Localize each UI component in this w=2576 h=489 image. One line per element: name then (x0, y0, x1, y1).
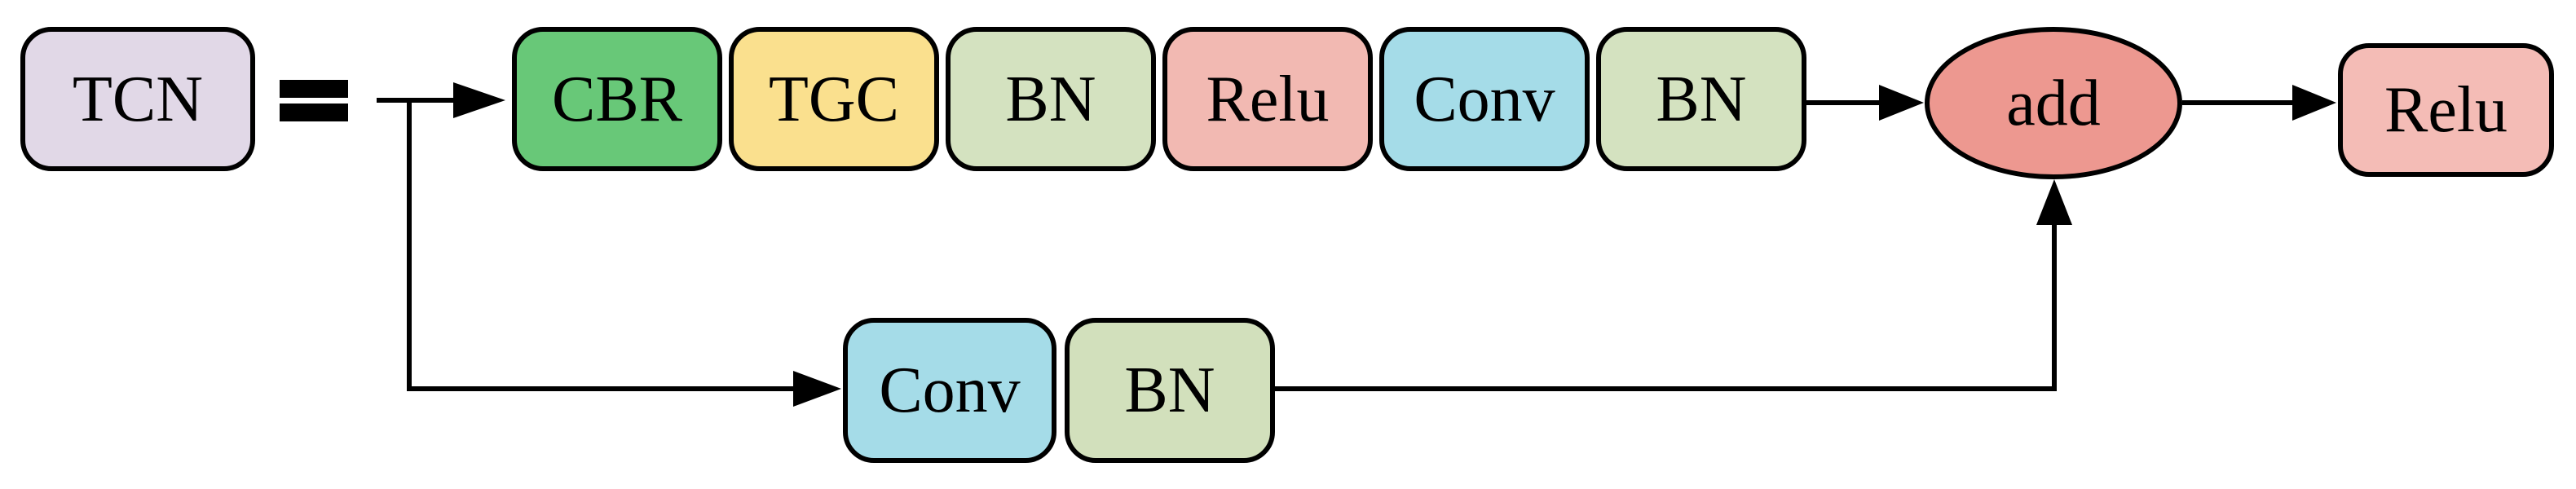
node-bn-1: BN (946, 27, 1156, 171)
node-bn-2: BN (1596, 27, 1806, 171)
edge-shortcut-bn-to-add (1275, 222, 2057, 391)
edge-branch-to-shortcut-conv (407, 100, 796, 391)
arrowhead-into-output-relu (2292, 85, 2336, 121)
equals-bar-top (280, 80, 348, 98)
arrowhead-into-add-left (1879, 85, 1924, 121)
node-relu-output: Relu (2338, 43, 2554, 177)
node-bn-shortcut: BN (1065, 318, 1275, 463)
node-conv-main: Conv (1379, 27, 1590, 171)
equals-bar-bottom (280, 104, 348, 121)
node-tgc: TGC (729, 27, 939, 171)
node-tcn: TCN (20, 27, 255, 171)
node-relu-mid: Relu (1162, 27, 1373, 171)
node-conv-shortcut: Conv (843, 318, 1056, 463)
arrowhead-into-shortcut-conv (793, 371, 841, 407)
arrowhead-into-cbr (453, 82, 505, 118)
node-cbr: CBR (512, 27, 722, 171)
arrowhead-into-add-bottom (2036, 179, 2072, 225)
node-add: add (1925, 27, 2182, 179)
